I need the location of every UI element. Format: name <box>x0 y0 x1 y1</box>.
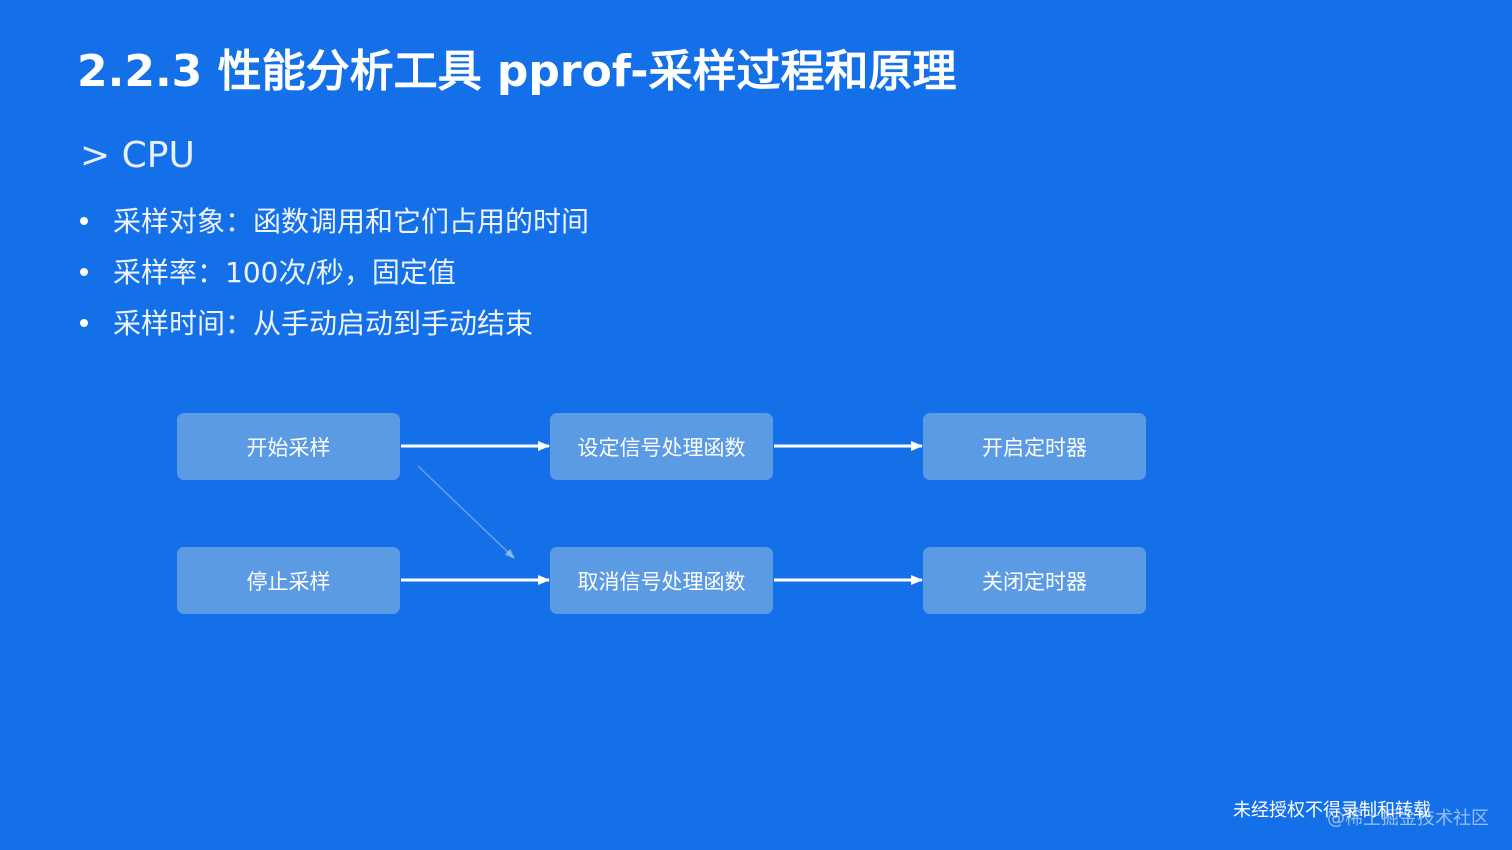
node-start-sampling: 开始采样 <box>177 413 400 480</box>
node-cancel-signal-handler: 取消信号处理函数 <box>550 547 773 614</box>
node-stop-timer: 关闭定时器 <box>923 547 1146 614</box>
section-subtitle: > CPU <box>80 135 195 176</box>
bullet-text: 采样率：100次/秒，固定值 <box>113 256 456 289</box>
bullet-dot-icon <box>80 217 88 225</box>
bullet-item-sampling-time: 采样时间：从手动启动到手动结束 <box>78 298 589 349</box>
node-stop-sampling: 停止采样 <box>177 547 400 614</box>
bullet-text: 采样对象：函数调用和它们占用的时间 <box>113 205 590 238</box>
bullet-text: 采样时间：从手动启动到手动结束 <box>113 307 534 340</box>
node-start-timer: 开启定时器 <box>923 413 1146 480</box>
slide-title: 2.2.3 性能分析工具 pprof-采样过程和原理 <box>77 46 957 97</box>
node-set-signal-handler: 设定信号处理函数 <box>550 413 773 480</box>
arrow-faint-diagonal <box>417 465 515 559</box>
bullet-item-sampling-object: 采样对象：函数调用和它们占用的时间 <box>78 196 589 247</box>
bullet-item-sampling-rate: 采样率：100次/秒，固定值 <box>78 247 589 298</box>
bullet-dot-icon <box>80 268 88 276</box>
watermark-text: @稀土掘金技术社区 <box>1327 808 1489 829</box>
bullet-list: 采样对象：函数调用和它们占用的时间 采样率：100次/秒，固定值 采样时间：从手… <box>78 196 589 349</box>
copyright-notice: 未经授权不得录制和转载 <box>1233 800 1431 821</box>
bullet-dot-icon <box>80 319 88 327</box>
